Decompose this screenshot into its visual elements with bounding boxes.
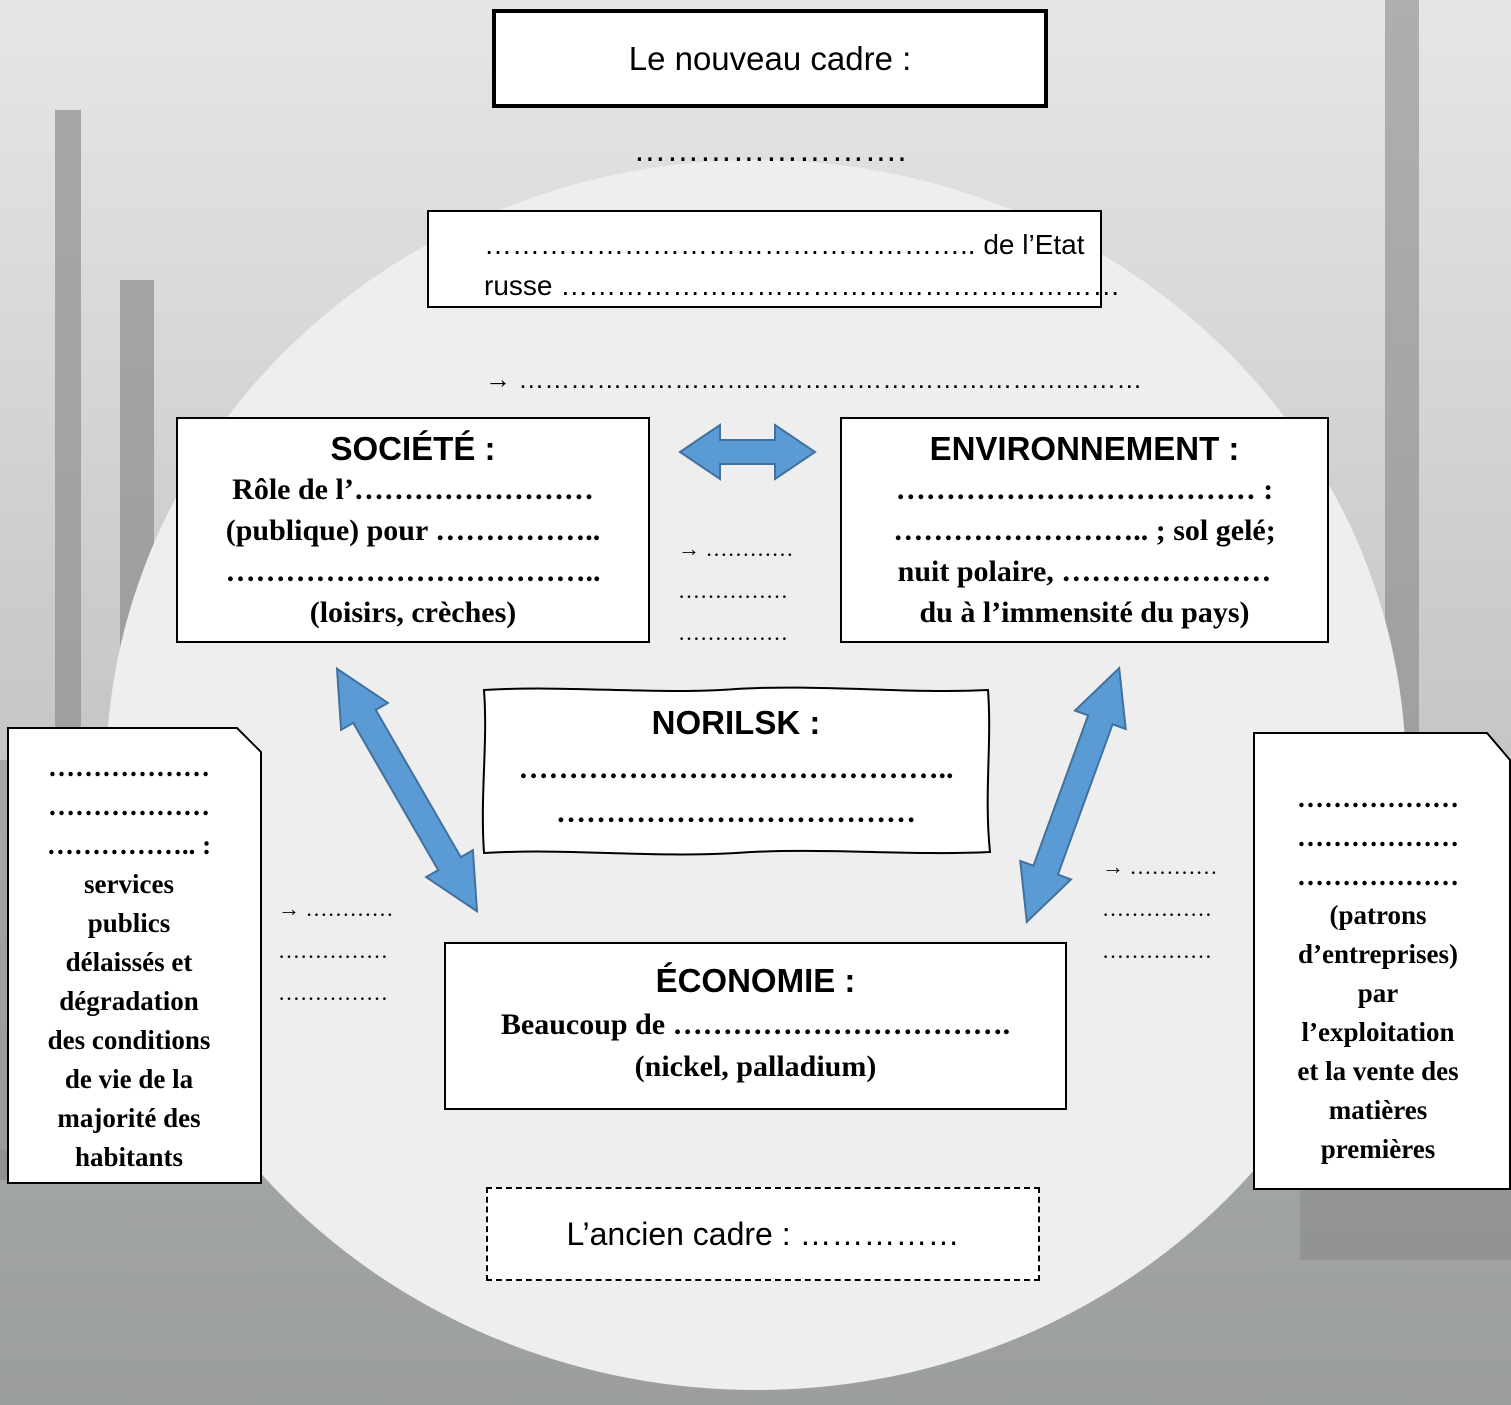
right-card-line: l’exploitation	[1301, 1017, 1455, 1047]
left-note-line: → …………	[278, 896, 394, 921]
middle-note-line: ……………	[678, 620, 788, 645]
left-card-line: ………………	[48, 752, 210, 782]
norilsk-line: ………………………………	[556, 796, 916, 829]
left-card-line: services	[84, 869, 174, 899]
environnement-box: ENVIRONNEMENT : ……………………………… : …………………….…	[840, 417, 1329, 643]
left-card: ……………… ……………… …………….. : services publics…	[8, 748, 250, 1177]
left-card-line: de vie de la	[64, 1064, 194, 1094]
middle-note: → ………… …………… ……………	[678, 528, 794, 654]
middle-note-line: → …………	[678, 536, 794, 561]
old-frame-title: L’ancien cadre : ……………	[566, 1216, 960, 1252]
right-card-line: et la vente des	[1297, 1056, 1459, 1086]
right-card-line: ………………	[1297, 822, 1459, 852]
societe-line: Rôle de l’……………………	[232, 473, 594, 506]
right-card-line: (patrons	[1329, 900, 1427, 930]
right-note: → ………… …………… ……………	[1102, 846, 1218, 972]
economie-line: (nickel, palladium)	[634, 1050, 877, 1083]
right-card-line: d’entreprises)	[1298, 939, 1458, 969]
environnement-line: …………………….. ; sol gelé;	[893, 514, 1276, 547]
norilsk-line: ……………………………………..	[518, 752, 954, 785]
economie-title: ÉCONOMIE :	[655, 962, 856, 999]
etat-box: …………………………………………….. de l’Etat russe ……………	[427, 210, 1121, 308]
right-note-line: ……………	[1102, 938, 1212, 963]
new-frame-box: Le nouveau cadre : …………………….	[492, 9, 1048, 168]
right-card-line: ………………	[1297, 861, 1459, 891]
societe-line: (loisirs, crèches)	[309, 596, 517, 629]
top-arrow-text: → ………………………………………………………………	[485, 364, 1143, 394]
societe-line: ………………………………..	[225, 555, 601, 588]
left-card-line: dégradation	[59, 986, 199, 1016]
left-note-line: ……………	[278, 980, 388, 1005]
left-card-line: …………….. :	[46, 830, 212, 860]
economie-line: Beaucoup de …………………………….	[500, 1008, 1011, 1041]
left-card-line: ………………	[48, 791, 210, 821]
norilsk-title: NORILSK :	[651, 704, 821, 741]
economie-box: ÉCONOMIE : Beaucoup de ……………………………. (nic…	[444, 942, 1067, 1110]
societe-line: (publique) pour ……………..	[225, 514, 601, 547]
old-frame-box: L’ancien cadre : ……………	[486, 1187, 1040, 1281]
right-note-line: ……………	[1102, 896, 1212, 921]
right-card-line: matières	[1328, 1095, 1428, 1125]
left-card-line: habitants	[74, 1142, 184, 1172]
left-card-line: délaissés et	[65, 947, 193, 977]
left-note: → ………… …………… ……………	[278, 888, 394, 1014]
etat-line-1: …………………………………………….. de l’Etat	[484, 229, 1085, 260]
left-card-line: publics	[87, 908, 171, 938]
middle-note-line: ……………	[678, 578, 788, 603]
right-note-line: → …………	[1102, 854, 1218, 879]
environnement-title: ENVIRONNEMENT :	[929, 430, 1240, 467]
norilsk-box: NORILSK : …………………………………….. ………………………………	[480, 700, 992, 834]
right-card-line: premières	[1320, 1134, 1436, 1164]
etat-line-2: russe ……………………………………………………	[484, 270, 1121, 301]
right-card-line: ………………	[1297, 783, 1459, 813]
norilsk-wavy-border	[481, 686, 992, 856]
societe-title: SOCIÉTÉ :	[330, 430, 496, 467]
right-card: ……………… ……………… ……………… (patrons d’entrepri…	[1256, 779, 1500, 1169]
environnement-line: ……………………………… :	[895, 473, 1274, 506]
left-card-shape	[7, 727, 262, 1184]
left-card-line: majorité des	[57, 1103, 201, 1133]
societe-box: SOCIÉTÉ : Rôle de l’…………………… (publique) …	[176, 417, 650, 643]
right-card-shape	[1253, 732, 1511, 1190]
right-card-line: par	[1357, 978, 1399, 1008]
environnement-line: nuit polaire, …………………	[897, 555, 1272, 588]
left-card-line: des conditions	[47, 1025, 211, 1055]
left-note-line: ……………	[278, 938, 388, 963]
environnement-line: du à l’immensité du pays)	[919, 596, 1250, 629]
new-frame-title: Le nouveau cadre : …………………….	[628, 40, 912, 168]
